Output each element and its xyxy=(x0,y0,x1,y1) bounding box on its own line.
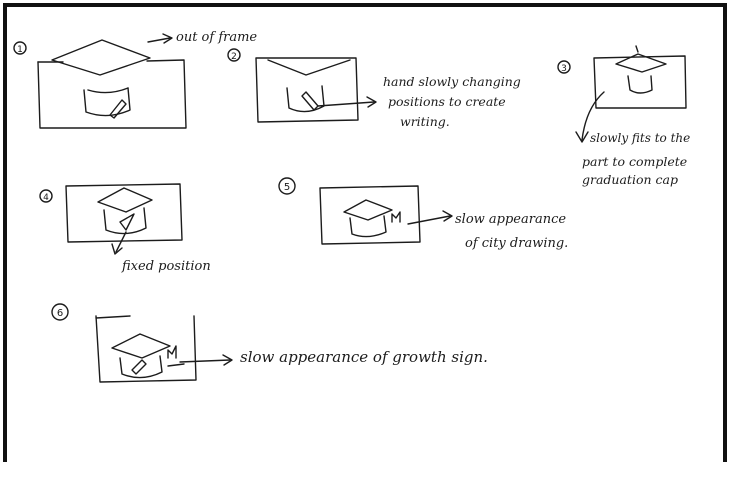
step-6-note: slow appearance of growth sign. xyxy=(240,348,488,366)
step-6-number: 6 xyxy=(57,308,63,319)
step-4-frame xyxy=(65,183,183,243)
step-4-number: 4 xyxy=(43,193,49,203)
step-1-cap-board xyxy=(51,39,151,76)
step-4-note: fixed position xyxy=(121,259,211,274)
step-2-cap-base xyxy=(286,85,325,113)
step-6-pen-hand xyxy=(131,359,147,375)
step-1: 1 out of frame xyxy=(13,30,257,129)
step-2-number: 2 xyxy=(231,52,237,62)
step-5-note-line-1: slow appearance xyxy=(455,212,566,227)
step-2-frame xyxy=(255,57,359,123)
step-6-circle xyxy=(51,303,69,321)
step-4-pen-hand xyxy=(119,213,135,231)
step-5-number: 5 xyxy=(284,182,290,193)
step-1-arrow xyxy=(147,37,171,43)
step-5-frame xyxy=(319,185,421,245)
step-6: 6 slow appearance of growth sign. xyxy=(51,303,488,383)
step-2-arrow xyxy=(317,101,375,107)
step-1-frame xyxy=(37,59,187,129)
step-3-number: 3 xyxy=(561,64,567,74)
step-2-note-line-1: hand slowly changing xyxy=(383,74,521,89)
step-2: 2 hand slowly changing positions to crea… xyxy=(227,48,521,129)
step-6-arrow xyxy=(179,359,231,363)
step-5-cap-base xyxy=(349,215,387,238)
step-4: 4 fixed position xyxy=(39,183,211,274)
step-3-cap-base xyxy=(627,75,653,94)
step-4-arrow xyxy=(115,231,127,253)
step-2-note-line-2: positions to create xyxy=(388,94,506,109)
step-4-circle xyxy=(39,189,53,203)
step-3: 3 slowly fits to the part to complete gr… xyxy=(557,45,690,187)
step-2-cap-edge xyxy=(267,59,351,76)
step-5-arrow xyxy=(407,215,451,225)
step-5-note-line-2: of city drawing. xyxy=(465,236,568,251)
step-6-growth-sign xyxy=(167,345,177,359)
step-3-circle xyxy=(557,60,571,74)
step-1-number: 1 xyxy=(17,45,23,55)
step-1-circle xyxy=(13,41,27,55)
step-3-note-line-1: slowly fits to the xyxy=(590,131,690,145)
step-6-cap-board xyxy=(111,333,171,359)
step-2-note-line-3: writing. xyxy=(400,114,450,129)
step-3-note-line-3: graduation cap xyxy=(582,172,678,187)
sheet-bottom xyxy=(0,462,732,481)
step-4-cap-board xyxy=(97,187,153,213)
step-1-pen-hand xyxy=(109,99,127,119)
step-5: 5 slow appearance of city drawing. xyxy=(278,177,568,251)
step-1-cap-base xyxy=(83,87,131,117)
step-3-arrow xyxy=(581,91,605,141)
step-5-cap-board xyxy=(343,199,393,221)
step-6-frame xyxy=(95,315,197,383)
step-1-note: out of frame xyxy=(176,30,257,45)
step-5-city-drawing xyxy=(391,211,401,223)
step-3-note-line-2: part to complete xyxy=(582,154,687,169)
step-3-cap-board xyxy=(615,53,667,73)
step-2-pen-hand xyxy=(301,91,319,111)
step-5-circle xyxy=(278,177,296,195)
step-3-motion-mark xyxy=(635,45,639,53)
step-2-circle xyxy=(227,48,241,62)
sheet-border xyxy=(3,3,727,476)
step-6-cap-base xyxy=(119,355,163,379)
step-3-frame xyxy=(593,55,687,109)
